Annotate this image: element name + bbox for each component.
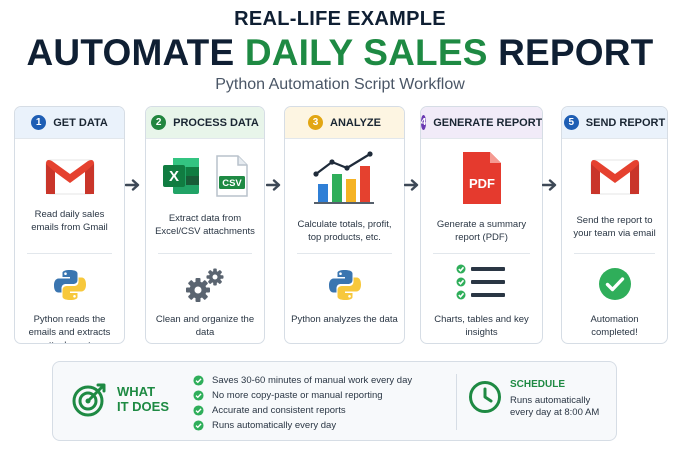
what-it-does-title: WHAT IT DOES	[117, 384, 177, 414]
step-title: PROCESS DATA	[173, 116, 259, 129]
step-title: SEND REPORT	[585, 116, 666, 129]
step-header: 2 PROCESS DATA	[146, 107, 264, 139]
step-bottom-text: Python reads the emails and extracts att…	[28, 314, 111, 343]
check-circle-icon	[193, 420, 204, 431]
excel-icon: X	[163, 158, 199, 194]
list-item: Accurate and consistent reports	[193, 403, 412, 418]
step-title: ANALYZE	[330, 116, 381, 129]
flow-arrow-icon	[404, 179, 419, 191]
python-icon	[328, 270, 361, 300]
step-card-send-report: 5 SEND REPORT Send the report to your te…	[561, 106, 668, 344]
step-number-badge: 5	[563, 115, 579, 130]
benefit-text: Saves 30-60 minutes of manual work every…	[212, 375, 413, 386]
step-number-badge: 1	[31, 115, 47, 130]
step-bottom-text: Automation completed!	[590, 314, 639, 338]
summary-panel: WHAT IT DOES Saves 30-60 minutes of manu…	[52, 361, 617, 441]
step-number-badge: 2	[151, 115, 167, 130]
step-bottom-text: Clean and organize the data	[155, 314, 255, 338]
gmail-icon	[590, 159, 639, 195]
step-top-text: Generate a summary report (PDF)	[436, 219, 527, 243]
pdf-label: PDF	[469, 176, 495, 191]
step-header: 1 GET DATA	[15, 107, 124, 139]
schedule-text: Runs automatically every day at 8:00 AM	[510, 395, 600, 418]
step-top-text: Send the report to your team via email	[573, 215, 656, 239]
check-circle-icon	[193, 375, 204, 386]
excel-letter: X	[169, 168, 179, 185]
pdf-file-icon: PDF	[462, 152, 501, 204]
gears-icon	[186, 268, 224, 302]
flow-arrow-icon	[125, 179, 140, 191]
step-top-text: Calculate totals, profit, top products, …	[297, 219, 392, 243]
title-part-2: REPORT	[487, 32, 654, 73]
step-bottom-text: Python analyzes the data	[291, 314, 398, 325]
step-card-get-data: 1 GET DATA Read daily sales emails from …	[14, 106, 125, 344]
check-circle-icon	[598, 268, 631, 300]
list-item: No more copy-paste or manual reporting	[193, 388, 412, 403]
list-item: Saves 30-60 minutes of manual work every…	[193, 373, 412, 388]
step-number-badge: 3	[308, 115, 324, 130]
benefit-text: Runs automatically every day	[212, 420, 337, 431]
checklist-icon	[456, 264, 505, 300]
clock-icon	[469, 381, 501, 413]
step-card-process-data: 2 PROCESS DATA X CSV Extract data from E…	[145, 106, 265, 344]
flow-arrow-icon	[266, 179, 281, 191]
benefit-text: Accurate and consistent reports	[212, 405, 346, 416]
title-part-1: AUTOMATE	[26, 32, 245, 73]
eyebrow-label: REAL-LIFE EXAMPLE	[234, 8, 446, 30]
step-bottom-text: Charts, tables and key insights	[434, 314, 529, 338]
check-circle-icon	[193, 390, 204, 401]
step-card-generate-report: 4 GENERATE REPORT PDF Generate a summary…	[420, 106, 543, 344]
step-top-text: Read daily sales emails from Gmail	[31, 209, 108, 233]
python-icon	[53, 270, 86, 300]
flow-arrow-icon	[542, 179, 557, 191]
panel-divider	[456, 374, 457, 430]
step-header: 5 SEND REPORT	[562, 107, 667, 139]
step-card-analyze: 3 ANALYZE Calculate totals, profit, top …	[284, 106, 405, 344]
step-number-badge: 4	[420, 115, 427, 130]
step-header: 3 ANALYZE	[285, 107, 404, 139]
target-icon	[72, 383, 106, 417]
step-header: 4 GENERATE REPORT	[421, 107, 542, 139]
csv-label: CSV	[222, 178, 242, 189]
page-subtitle: Python Automation Script Workflow	[215, 76, 465, 93]
check-circle-icon	[193, 405, 204, 416]
benefit-text: No more copy-paste or manual reporting	[212, 390, 383, 401]
csv-file-icon: CSV	[216, 155, 248, 197]
step-top-text: Extract data from Excel/CSV attachments	[155, 213, 255, 237]
page-title: AUTOMATE DAILY SALES REPORT	[0, 32, 680, 74]
what-title-line-1: WHAT	[117, 384, 156, 399]
gmail-icon	[45, 159, 94, 195]
what-title-line-2: IT DOES	[117, 399, 170, 414]
step-title: GET DATA	[53, 116, 108, 129]
title-accent: DAILY SALES	[244, 32, 488, 73]
bar-chart-icon	[312, 151, 374, 204]
list-item: Runs automatically every day	[193, 418, 412, 433]
schedule-title: SCHEDULE	[510, 379, 566, 390]
benefits-list: Saves 30-60 minutes of manual work every…	[193, 373, 412, 433]
step-title: GENERATE REPORT	[433, 116, 543, 129]
